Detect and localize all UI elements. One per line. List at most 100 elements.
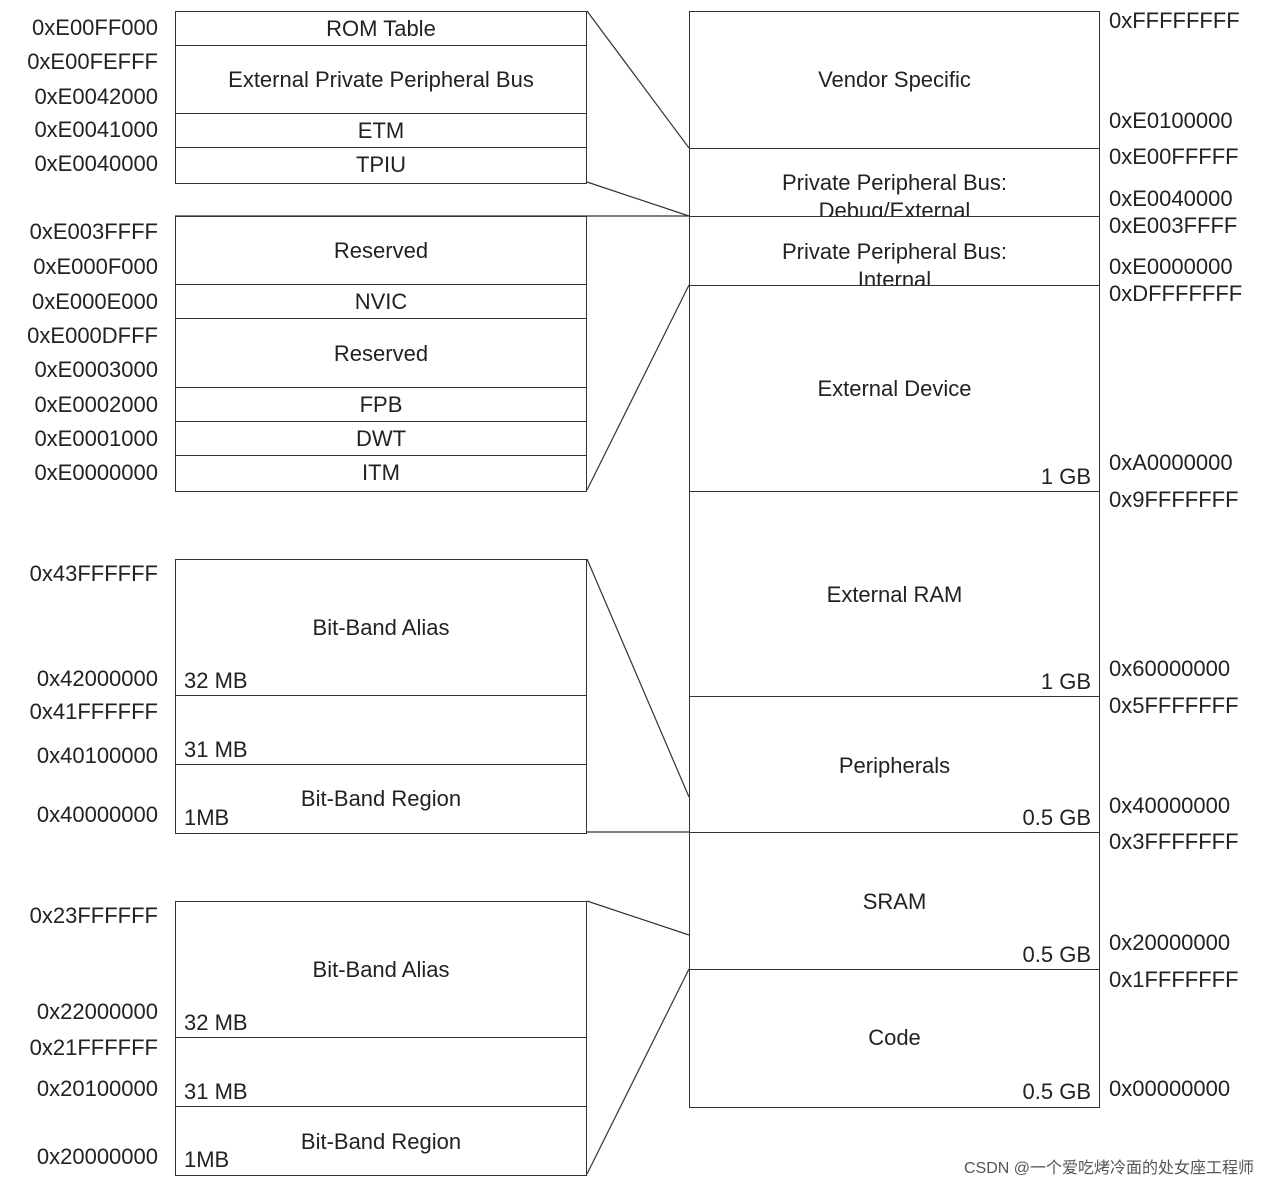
memory-map-region-label: External RAM xyxy=(690,581,1099,609)
memory-map-region-label-line: External Device xyxy=(817,376,972,401)
ppb-internal-address: 0xE0003000 xyxy=(34,357,158,382)
ppb-internal-region-label-line: Reserved xyxy=(333,238,429,263)
memory-map-address: 0xE003FFFF xyxy=(1109,213,1238,238)
sram-bitband-region-label-line: Bit-Band Alias xyxy=(312,957,450,982)
memory-map-region-size: 1 GB xyxy=(1040,668,1091,694)
sram-bitband-region-label-line: Bit-Band Region xyxy=(300,1129,462,1154)
ppb-internal-region-label-line: NVIC xyxy=(354,289,408,314)
memory-map-region-5: External RAM 1 GB xyxy=(689,491,1100,698)
memory-map-region-size: 1 GB xyxy=(1040,463,1091,489)
ppb-external-region-label-line: ETM xyxy=(357,118,405,143)
sram-bitband-address: 0x21FFFFFF xyxy=(29,1035,158,1060)
ppb-internal-region-label: NVIC xyxy=(176,288,586,316)
peripheral-bitband-region-label-line: Bit-Band Alias xyxy=(312,615,450,640)
memory-map-region-label: Peripherals xyxy=(690,752,1099,780)
memory-map-region-size: 0.5 GB xyxy=(1022,804,1091,830)
memory-map-region-label-line: Vendor Specific xyxy=(818,67,971,92)
memory-map-region-label: Code xyxy=(690,1024,1099,1052)
memory-map-region-size: 0.5 GB xyxy=(1022,941,1091,967)
ppb-external-address: 0xE0042000 xyxy=(34,84,158,109)
memory-map-address: 0xE00FFFFF xyxy=(1109,144,1239,169)
peripheral-bitband-address: 0x40000000 xyxy=(36,802,158,827)
memory-map-region-4: External Device 1 GB xyxy=(689,285,1100,493)
connector-line xyxy=(586,10,690,149)
ppb-external-address: 0xE00FF000 xyxy=(32,15,158,40)
ppb-internal-address: 0xE000DFFF xyxy=(27,323,158,348)
sram-bitband-address: 0x23FFFFFF xyxy=(29,903,158,928)
peripheral-bitband-address: 0x43FFFFFF xyxy=(29,561,158,586)
memory-map-region-label-line: Code xyxy=(868,1025,921,1050)
memory-map-region-7: SRAM 0.5 GB xyxy=(689,832,1100,971)
memory-map-address: 0x60000000 xyxy=(1109,656,1231,681)
sram-bitband-region-size: 32 MB xyxy=(184,1009,248,1035)
peripheral-bitband-region-label-line: Bit-Band Region xyxy=(300,786,462,811)
memory-map-region-label-line: External RAM xyxy=(826,582,963,607)
memory-map-region-size: 0.5 GB xyxy=(1022,1078,1091,1104)
peripheral-bitband-region-size: 31 MB xyxy=(184,736,248,762)
memory-map-address: 0x00000000 xyxy=(1109,1076,1231,1101)
ppb-internal-address: 0xE000F000 xyxy=(33,254,158,279)
ppb-internal-region-6: ITM xyxy=(175,455,587,492)
ppb-external-region-label: ETM xyxy=(176,117,586,145)
peripheral-bitband-region-2: 31 MB xyxy=(175,695,587,766)
ppb-internal-region-label-line: FPB xyxy=(359,392,403,417)
ppb-external-region-label-line: ROM Table xyxy=(326,16,436,41)
memory-map-address: 0xE0100000 xyxy=(1109,108,1233,133)
ppb-external-region-label-line: External Private Peripheral Bus xyxy=(228,67,534,92)
ppb-internal-region-label-line: DWT xyxy=(355,426,407,451)
ppb-internal-address: 0xE003FFFF xyxy=(29,219,158,244)
peripheral-bitband-address: 0x40100000 xyxy=(36,743,158,768)
ppb-external-region-4: TPIU xyxy=(175,147,587,184)
peripheral-bitband-region-1: Bit-Band Alias 32 MB xyxy=(175,559,587,697)
sram-bitband-address: 0x20100000 xyxy=(36,1076,158,1101)
ppb-internal-region-label-line: ITM xyxy=(362,460,400,485)
ppb-external-region-label: External Private Peripheral Bus xyxy=(176,66,586,94)
connector-line xyxy=(586,558,690,798)
memory-map-region-8: Code 0.5 GB xyxy=(689,969,1100,1108)
ppb-internal-region-label: ITM xyxy=(176,459,586,487)
peripheral-bitband-address: 0x41FFFFFF xyxy=(29,699,158,724)
ppb-external-address: 0xE0040000 xyxy=(34,151,158,176)
ppb-internal-address: 0xE0001000 xyxy=(34,426,158,451)
sram-bitband-address: 0x22000000 xyxy=(36,999,158,1024)
ppb-internal-region-5: DWT xyxy=(175,421,587,457)
ppb-internal-region-label: Reserved xyxy=(176,340,586,368)
ppb-internal-region-3: Reserved xyxy=(175,318,587,389)
memory-map-region-label-line: SRAM xyxy=(862,889,927,914)
memory-map-region-6: Peripherals 0.5 GB xyxy=(689,696,1100,834)
memory-map-address: 0xE0000000 xyxy=(1109,254,1233,279)
sram-bitband-region-label: Bit-Band Alias xyxy=(176,956,586,984)
ppb-internal-region-label: Reserved xyxy=(176,237,586,265)
memory-map-region-1: Vendor Specific xyxy=(689,11,1100,150)
sram-bitband-region-size: 1MB xyxy=(184,1146,230,1172)
memory-map-address: 0xFFFFFFFF xyxy=(1109,8,1240,33)
memory-map-region-label: Private Peripheral Bus:Internal xyxy=(690,238,1099,294)
connector-line xyxy=(586,284,690,491)
sram-bitband-region-1: Bit-Band Alias 32 MB xyxy=(175,901,587,1039)
ppb-internal-region-label: FPB xyxy=(176,391,586,419)
sram-bitband-region-label: Bit-Band Region xyxy=(176,1128,586,1156)
memory-map-address: 0x20000000 xyxy=(1109,930,1231,955)
memory-map-region-label-line: Private Peripheral Bus: xyxy=(782,170,1007,195)
ppb-internal-region-label: DWT xyxy=(176,425,586,453)
ppb-external-region-label-line: TPIU xyxy=(355,152,407,177)
peripheral-bitband-region-size: 32 MB xyxy=(184,667,248,693)
memory-map-region-3: Private Peripheral Bus:Internal xyxy=(689,216,1100,292)
ppb-internal-region-1: Reserved xyxy=(175,216,587,286)
memory-map-region-label: Vendor Specific xyxy=(690,66,1099,94)
memory-map-address: 0x3FFFFFFF xyxy=(1109,829,1239,854)
memory-map-region-label: SRAM xyxy=(690,888,1099,916)
memory-map-address: 0x1FFFFFFF xyxy=(1109,967,1239,992)
sram-bitband-region-2: 31 MB xyxy=(175,1037,587,1108)
ppb-internal-region-2: NVIC xyxy=(175,284,587,320)
ppb-internal-address: 0xE000E000 xyxy=(32,289,158,314)
ppb-internal-address: 0xE0002000 xyxy=(34,392,158,417)
memory-map-address: 0x5FFFFFFF xyxy=(1109,693,1239,718)
memory-map-address: 0xDFFFFFFF xyxy=(1109,281,1243,306)
ppb-external-region-3: ETM xyxy=(175,113,587,149)
peripheral-bitband-region-size: 1MB xyxy=(184,804,230,830)
memory-map-region-label-line: Peripherals xyxy=(838,753,951,778)
peripheral-bitband-region-label: Bit-Band Region xyxy=(176,785,586,813)
ppb-external-region-2: External Private Peripheral Bus xyxy=(175,45,587,115)
